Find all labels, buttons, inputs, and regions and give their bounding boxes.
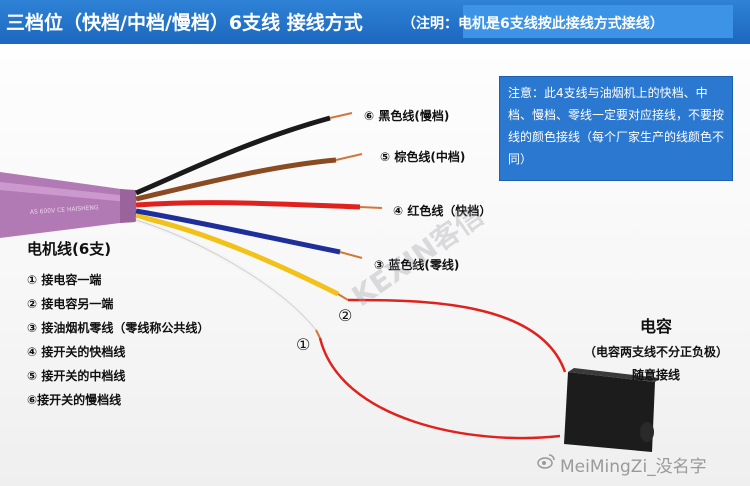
motor-item: ② 接电容另一端 <box>27 297 114 311</box>
wire-brown-tip <box>335 153 363 161</box>
wire-white-edge <box>135 219 317 331</box>
wire-black <box>135 115 331 196</box>
capacitor-mount <box>640 422 654 442</box>
title-note-highlight <box>463 5 733 38</box>
title-note: （注明：电机是6支线按此接线方式接线） <box>402 16 664 32</box>
label-blue-wire: ③ 蓝色线(零线) <box>374 258 460 272</box>
page-title: 三档位（快档/中档/慢档）6支线 接线方式 <box>6 12 363 34</box>
cable-highlight <box>0 182 128 202</box>
cable-print: AS 600V CE HAISHENG <box>30 204 99 216</box>
wire-blue <box>135 208 341 255</box>
credit-text: MeiMingZi_没名字 <box>560 457 707 477</box>
capacitor-body <box>564 372 655 452</box>
label-black-wire: ⑥ 黑色线(慢档) <box>364 109 450 123</box>
capacitor-note: （电容两支线不分正负极） <box>584 345 729 359</box>
cable-end <box>120 189 136 223</box>
capacitor-lead-1 <box>347 298 567 373</box>
motor-item: ③ 接油烟机零线（零线称公共线） <box>27 321 210 335</box>
wire-white-tip <box>315 329 321 339</box>
wire-red-tip <box>359 206 383 209</box>
notice-text: 注意：此4支线与油烟机上的快档、中档、慢档、零线一定要对应接线，不要按线的颜色接… <box>508 86 725 166</box>
wire-blue-tip <box>339 251 363 259</box>
capacitor-top <box>568 368 660 382</box>
motor-item: ④ 接开关的快档线 <box>27 345 126 359</box>
motor-wires-list: ① 接电容一端 ② 接电容另一端 ③ 接油烟机零线（零线称公共线） ④ 接开关的… <box>27 268 209 412</box>
wire-red <box>135 200 361 210</box>
notice-box: 注意：此4支线与油烟机上的快档、中档、慢档、零线一定要对应接线，不要按线的颜色接… <box>499 76 733 181</box>
motor-item: ⑥接开关的慢档线 <box>27 393 122 407</box>
capacitor-lead-2 <box>318 337 561 440</box>
wire-yellow-tip <box>337 293 349 301</box>
label-brown-wire: ⑤ 棕色线(中档) <box>380 150 466 164</box>
marker-2: ② <box>338 306 353 325</box>
cable-sheath <box>0 172 128 238</box>
capacitor-note-2: 随意接线 <box>632 368 681 382</box>
wire-black-tip <box>329 112 353 119</box>
label-red-wire: ④ 红色线（快档） <box>393 204 492 218</box>
motor-wires-title: 电机线(6支) <box>27 240 112 258</box>
wire-brown <box>135 157 337 202</box>
weibo-icon <box>537 454 555 469</box>
marker-1: ① <box>296 335 311 354</box>
motor-item: ⑤ 接开关的中档线 <box>27 369 126 383</box>
capacitor-title: 电容 <box>640 317 673 336</box>
wire-yellow <box>135 213 340 297</box>
motor-item: ① 接电容一端 <box>27 273 102 287</box>
